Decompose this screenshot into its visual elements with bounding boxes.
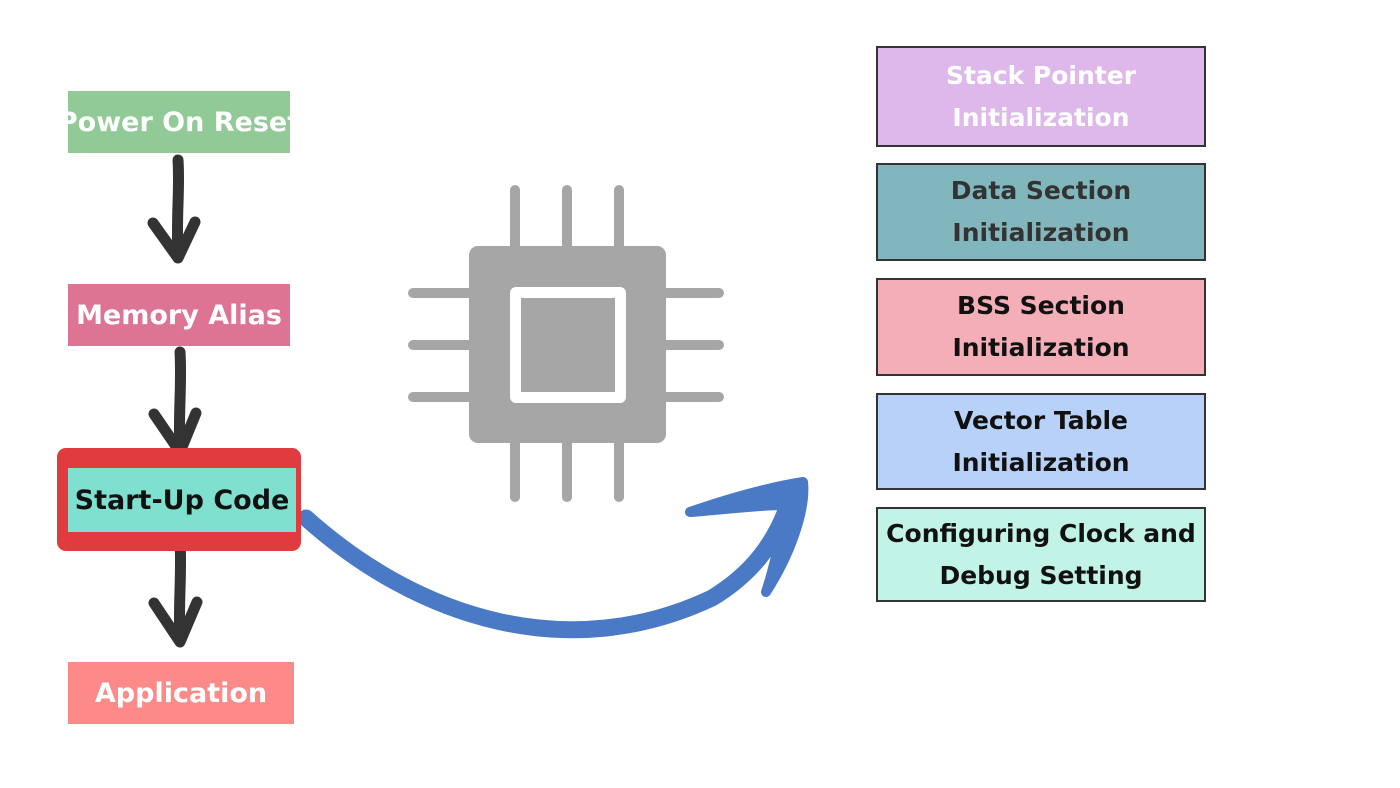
step-power-on-reset-label: Power On Reset bbox=[57, 106, 301, 138]
cpu-chip-icon bbox=[408, 185, 724, 502]
init-task-data-section: Data Section Initialization bbox=[876, 163, 1206, 261]
step-start-up-code-label: Start-Up Code bbox=[74, 484, 290, 516]
step-memory-alias: Memory Alias bbox=[68, 284, 290, 346]
curved-arrow-to-init-tasks bbox=[297, 477, 809, 639]
init-task-stack-pointer: Stack Pointer Initialization bbox=[876, 46, 1206, 147]
init-task-label: Data Section Initialization bbox=[950, 176, 1132, 247]
step-memory-alias-label: Memory Alias bbox=[76, 299, 282, 331]
init-task-vector-table: Vector Table Initialization bbox=[876, 393, 1206, 490]
step-power-on-reset: Power On Reset bbox=[58, 91, 300, 153]
flow-arrow-power-to-memory bbox=[147, 154, 201, 264]
init-task-label: BSS Section Initialization bbox=[952, 291, 1130, 362]
step-start-up-code: Start-Up Code bbox=[68, 468, 296, 532]
flow-arrow-memory-to-startup bbox=[148, 346, 202, 458]
flow-arrow-startup-to-application bbox=[148, 534, 203, 648]
step-application: Application bbox=[68, 662, 294, 724]
init-task-label: Stack Pointer Initialization bbox=[945, 60, 1137, 132]
init-task-label: Configuring Clock and Debug Setting bbox=[886, 518, 1196, 590]
init-task-label: Vector Table Initialization bbox=[952, 405, 1130, 477]
init-task-bss-section: BSS Section Initialization bbox=[876, 278, 1206, 376]
init-task-clock-debug: Configuring Clock and Debug Setting bbox=[876, 507, 1206, 602]
step-application-label: Application bbox=[94, 677, 268, 709]
